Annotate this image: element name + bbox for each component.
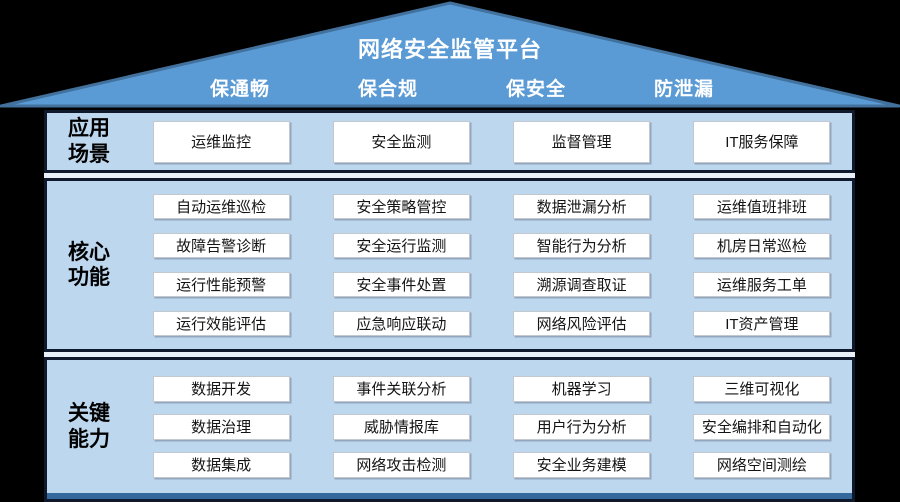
feature-box: 网络攻击检测	[332, 451, 470, 478]
key-capabilities-main: 关键 能力 数据开发 数据治理 数据集成 事件关联分析 威胁情报库 网络攻击检测…	[47, 360, 852, 493]
feature-box: 运维值班排班	[693, 194, 831, 219]
column-4: IT服务保障	[672, 113, 852, 170]
house-body: 应用 场景 运维监控 安全监测 监督管理 IT服务保障 核心 功能	[44, 110, 855, 502]
pillar-label-leak-prevention: 防泄漏	[653, 79, 714, 100]
feature-box: 机房日常巡检	[693, 233, 831, 258]
feature-box: 运维监控	[152, 120, 290, 163]
feature-box: 数据治理	[152, 413, 290, 440]
feature-box: 自动运维巡检	[152, 194, 290, 219]
column-2: 安全监测	[311, 113, 491, 170]
feature-box: 运行效能评估	[152, 311, 290, 336]
pillar-label-connectivity: 保通畅	[209, 79, 270, 100]
column-2: 事件关联分析 威胁情报库 网络攻击检测	[311, 360, 491, 493]
feature-box: 安全运行监测	[332, 233, 470, 258]
platform-title: 网络安全监管平台	[357, 37, 542, 62]
feature-box: 事件关联分析	[332, 375, 470, 402]
feature-box: 网络风险评估	[513, 311, 651, 336]
feature-box: 用户行为分析	[513, 413, 651, 440]
section-label-application-scenarios: 应用 场景	[68, 117, 110, 166]
feature-box: 运维服务工单	[693, 272, 831, 297]
feature-box: 安全事件处置	[332, 272, 470, 297]
base-bar	[47, 493, 852, 499]
column-1: 自动运维巡检 故障告警诊断 运行性能预警 运行效能评估	[131, 181, 311, 349]
section-application-scenarios: 应用 场景 运维监控 安全监测 监督管理 IT服务保障	[44, 110, 855, 173]
section-key-capabilities: 关键 能力 数据开发 数据治理 数据集成 事件关联分析 威胁情报库 网络攻击检测…	[44, 357, 855, 502]
feature-box: 三维可视化	[693, 375, 831, 402]
section-label-core-functions: 核心 功能	[68, 240, 110, 289]
feature-box: 威胁情报库	[332, 413, 470, 440]
pillar-label-security: 保安全	[505, 79, 566, 100]
column-1: 运维监控	[131, 113, 311, 170]
feature-box: 机器学习	[513, 375, 651, 402]
feature-box: IT资产管理	[693, 311, 831, 336]
feature-box: 安全编排和自动化	[693, 413, 831, 440]
column-3: 监督管理	[492, 113, 672, 170]
feature-box: 安全策略管控	[332, 194, 470, 219]
key-capabilities-columns: 数据开发 数据治理 数据集成 事件关联分析 威胁情报库 网络攻击检测 机器学习 …	[131, 360, 852, 493]
feature-box: IT服务保障	[693, 120, 831, 163]
feature-box: 监督管理	[513, 120, 651, 163]
feature-box: 溯源调查取证	[513, 272, 651, 297]
core-functions-columns: 自动运维巡检 故障告警诊断 运行性能预警 运行效能评估 安全策略管控 安全运行监…	[131, 181, 852, 349]
column-4: 运维值班排班 机房日常巡检 运维服务工单 IT资产管理	[672, 181, 852, 349]
feature-box: 网络空间测绘	[693, 451, 831, 478]
section-divider	[44, 352, 855, 357]
pillar-label-compliance: 保合规	[357, 79, 418, 100]
column-3: 机器学习 用户行为分析 安全业务建模	[492, 360, 672, 493]
column-4: 三维可视化 安全编排和自动化 网络空间测绘	[672, 360, 852, 493]
feature-box: 智能行为分析	[513, 233, 651, 258]
feature-box: 故障告警诊断	[152, 233, 290, 258]
feature-box: 数据开发	[152, 375, 290, 402]
column-2: 安全策略管控 安全运行监测 安全事件处置 应急响应联动	[311, 181, 491, 349]
feature-box: 数据集成	[152, 451, 290, 478]
section-core-functions: 核心 功能 自动运维巡检 故障告警诊断 运行性能预警 运行效能评估 安全策略管控…	[44, 178, 855, 352]
feature-box: 运行性能预警	[152, 272, 290, 297]
column-3: 数据泄漏分析 智能行为分析 溯源调查取证 网络风险评估	[492, 181, 672, 349]
section-divider	[44, 173, 855, 178]
feature-box: 安全监测	[332, 120, 470, 163]
feature-box: 数据泄漏分析	[513, 194, 651, 219]
feature-box: 安全业务建模	[513, 451, 651, 478]
roof-triangle	[0, 1, 900, 108]
application-scenarios-columns: 运维监控 安全监测 监督管理 IT服务保障	[131, 113, 852, 170]
roof-pillars: 保通畅 保合规 保安全 防泄漏	[166, 74, 758, 101]
column-1: 数据开发 数据治理 数据集成	[131, 360, 311, 493]
roof-shape	[0, 1, 900, 108]
feature-box: 应急响应联动	[332, 311, 470, 336]
section-label-key-capabilities: 关键 能力	[68, 402, 110, 451]
